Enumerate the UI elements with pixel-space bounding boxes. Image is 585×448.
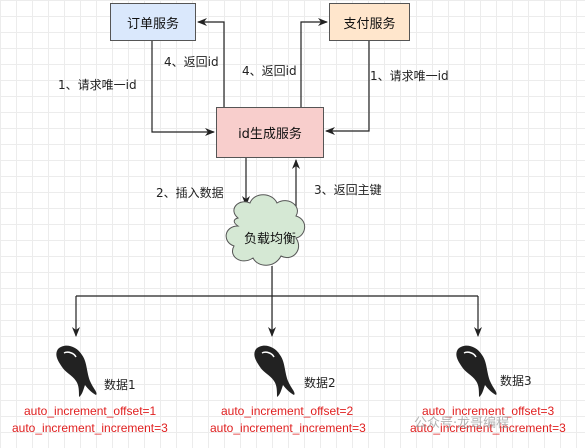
pay-service-node: 支付服务 bbox=[329, 3, 410, 41]
db1-label: 数据1 bbox=[104, 378, 136, 392]
edge-label-insert: 2、插入数据 bbox=[156, 186, 224, 200]
load-balancer-label: 负载均衡 bbox=[243, 232, 296, 247]
db3-label: 数据3 bbox=[500, 374, 532, 388]
order-service-node: 订单服务 bbox=[110, 3, 196, 41]
edge-order-return bbox=[197, 18, 225, 107]
db1-offset: auto_increment_offset=1 bbox=[24, 404, 157, 418]
db2-increment: auto_increment_increment=3 bbox=[210, 421, 366, 435]
id-service-node: id生成服务 bbox=[216, 107, 324, 158]
edge-pay-request bbox=[325, 41, 370, 135]
db2-label: 数据2 bbox=[304, 376, 336, 390]
edge-pay-return bbox=[300, 18, 328, 107]
db1-increment: auto_increment_increment=3 bbox=[12, 421, 168, 435]
edge-label-return-right: 4、返回id bbox=[242, 64, 297, 78]
mysql-dolphin-icon bbox=[56, 345, 97, 397]
load-balancer-cloud bbox=[225, 194, 306, 266]
watermark-text: 公众号·龙哥编程 bbox=[414, 416, 510, 431]
edge-order-request bbox=[151, 41, 215, 136]
db3-increment: auto_increment_increment=3 bbox=[410, 421, 566, 435]
db3-offset: auto_increment_offset=3 bbox=[422, 404, 555, 418]
edge-label-request-left: 1、请求唯一id bbox=[58, 78, 137, 92]
mysql-dolphin-icon bbox=[254, 345, 295, 397]
edge-label-request-right: 1、请求唯一id bbox=[370, 69, 449, 83]
edge-label-return-key: 3、返回主键 bbox=[314, 183, 382, 197]
db2-offset: auto_increment_offset=2 bbox=[221, 404, 354, 418]
mysql-dolphin-icon bbox=[456, 345, 497, 397]
edge-label-return-left: 4、返回id bbox=[164, 55, 219, 69]
